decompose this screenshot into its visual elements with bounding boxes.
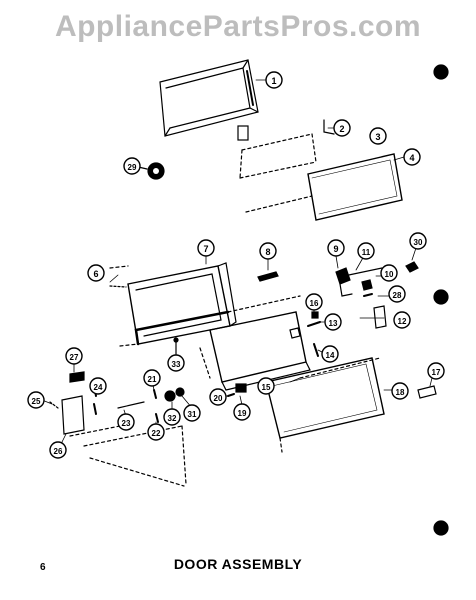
parts-19-20 — [227, 383, 247, 397]
svg-text:8: 8 — [265, 247, 270, 257]
svg-text:17: 17 — [432, 368, 441, 377]
binder-hole-top — [433, 64, 449, 80]
callout-29: 29 — [123, 157, 141, 175]
callout-15: 15 — [257, 377, 275, 395]
svg-text:1: 1 — [271, 76, 276, 86]
callout-8: 8 — [259, 242, 277, 260]
callout-3: 3 — [369, 127, 387, 145]
page-title: DOOR ASSEMBLY — [173, 556, 303, 572]
callout-24: 24 — [89, 377, 107, 395]
parts-13-14-16 — [307, 311, 321, 357]
svg-text:18: 18 — [396, 388, 405, 397]
svg-text:28: 28 — [393, 291, 402, 300]
svg-text:33: 33 — [172, 360, 181, 369]
part-17-block — [417, 385, 437, 399]
part-4-panel — [307, 153, 403, 221]
svg-text:9: 9 — [333, 244, 338, 254]
part-2-bracket — [237, 119, 335, 213]
svg-text:24: 24 — [94, 383, 103, 392]
callout-11: 11 — [357, 242, 375, 260]
lower-left-hardware — [49, 371, 185, 435]
callout-21: 21 — [143, 369, 161, 387]
binder-hole-middle — [433, 289, 449, 305]
svg-text:15: 15 — [262, 383, 271, 392]
callout-6: 6 — [87, 264, 105, 282]
svg-text:13: 13 — [329, 319, 338, 328]
cabinet-outline-middle — [109, 265, 301, 379]
binder-hole-bottom — [433, 520, 449, 536]
callout-16: 16 — [305, 293, 323, 311]
callout-2: 2 — [333, 119, 351, 137]
callout-18: 18 — [391, 382, 409, 400]
svg-text:31: 31 — [188, 410, 197, 419]
callout-25: 25 — [27, 391, 45, 409]
callout-30: 30 — [409, 232, 427, 250]
svg-text:7: 7 — [203, 244, 208, 254]
part-7-inner-frame — [109, 262, 237, 346]
callout-4: 4 — [403, 148, 421, 166]
svg-text:22: 22 — [152, 429, 161, 438]
page-number: 6 — [40, 562, 46, 573]
svg-text:25: 25 — [32, 397, 41, 406]
callout-27: 27 — [65, 347, 83, 365]
callout-23: 23 — [117, 413, 135, 431]
callout-12: 12 — [393, 311, 411, 329]
callout-22: 22 — [147, 423, 165, 441]
callout-7: 7 — [197, 239, 215, 257]
callout-19: 19 — [233, 403, 251, 421]
svg-text:16: 16 — [310, 299, 319, 308]
svg-text:30: 30 — [414, 238, 423, 247]
svg-text:32: 32 — [168, 414, 177, 423]
svg-text:4: 4 — [409, 153, 414, 163]
callout-33: 33 — [167, 354, 185, 372]
svg-text:3: 3 — [375, 132, 380, 142]
callout-17: 17 — [427, 362, 445, 380]
svg-text:10: 10 — [385, 270, 394, 279]
svg-text:12: 12 — [398, 317, 407, 326]
callout-13: 13 — [324, 313, 342, 331]
callout-9: 9 — [327, 239, 345, 257]
svg-text:2: 2 — [339, 124, 344, 134]
svg-text:19: 19 — [238, 409, 247, 418]
svg-text:11: 11 — [362, 248, 371, 257]
callout-28: 28 — [388, 285, 406, 303]
part-8-latch — [257, 271, 279, 282]
part-33-screw — [173, 337, 179, 355]
part-18-outer-panel — [265, 357, 385, 439]
callout-group: 1 2 3 4 29 7 8 9 11 30 10 28 6 16 13 12 … — [27, 71, 445, 459]
callout-26: 26 — [49, 441, 67, 459]
svg-text:21: 21 — [148, 375, 157, 384]
part-15-door-panel — [209, 311, 311, 391]
part-1-frame — [159, 59, 259, 137]
svg-text:6: 6 — [93, 269, 98, 279]
svg-text:14: 14 — [326, 351, 335, 360]
watermark: AppliancePartsPros.com — [54, 10, 422, 43]
callout-31: 31 — [183, 404, 201, 422]
svg-text:29: 29 — [128, 163, 137, 172]
callout-14: 14 — [321, 345, 339, 363]
callout-20: 20 — [209, 388, 227, 406]
callout-10: 10 — [380, 264, 398, 282]
hinge-cluster — [335, 261, 419, 329]
svg-text:20: 20 — [214, 394, 223, 403]
part-29-knob — [133, 162, 165, 180]
cabinet-outline-bottom — [69, 425, 283, 487]
callout-1: 1 — [265, 71, 283, 89]
svg-text:27: 27 — [70, 353, 79, 362]
svg-text:23: 23 — [122, 419, 131, 428]
svg-text:26: 26 — [54, 447, 63, 456]
callout-32: 32 — [163, 408, 181, 426]
